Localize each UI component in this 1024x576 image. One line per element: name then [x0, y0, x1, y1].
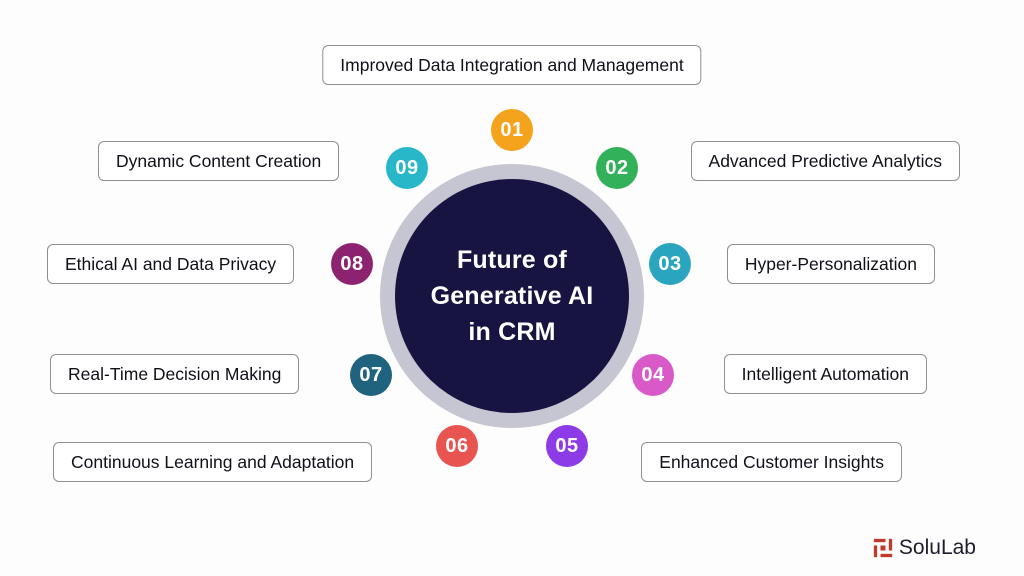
badge-05: 05 [546, 425, 588, 467]
label-real-time-decision-making: Real-Time Decision Making [50, 354, 300, 394]
brand-footer: SoluLab [873, 536, 976, 560]
badge-09: 09 [386, 147, 428, 189]
badge-04: 04 [632, 354, 674, 396]
label-intelligent-automation: Intelligent Automation [723, 354, 927, 394]
label-hyper-personalization: Hyper-Personalization [726, 244, 935, 284]
badge-01: 01 [491, 109, 533, 151]
label-advanced-predictive-analytics: Advanced Predictive Analytics [690, 141, 960, 181]
label-ethical-ai-data-privacy: Ethical AI and Data Privacy [47, 244, 295, 284]
badge-03: 03 [649, 243, 691, 285]
brand-name: SoluLab [898, 536, 976, 559]
label-continuous-learning: Continuous Learning and Adaptation [53, 442, 373, 482]
badge-02: 02 [596, 147, 638, 189]
label-enhanced-customer-insights: Enhanced Customer Insights [641, 442, 902, 482]
badge-06: 06 [436, 425, 478, 467]
center-title-line2: Generative AI [430, 282, 594, 310]
center-title-line3: in CRM [468, 318, 556, 346]
center-ring: Future of Generative AI in CRM [380, 164, 644, 428]
center-title-line1: Future of [456, 246, 568, 274]
label-dynamic-content-creation: Dynamic Content Creation [98, 141, 340, 181]
badge-07: 07 [350, 354, 392, 396]
badge-08: 08 [331, 243, 373, 285]
label-improved-data-integration: Improved Data Integration and Management [322, 45, 702, 85]
solulab-logo-icon [873, 538, 893, 558]
center-circle: Future of Generative AI in CRM [395, 179, 629, 413]
